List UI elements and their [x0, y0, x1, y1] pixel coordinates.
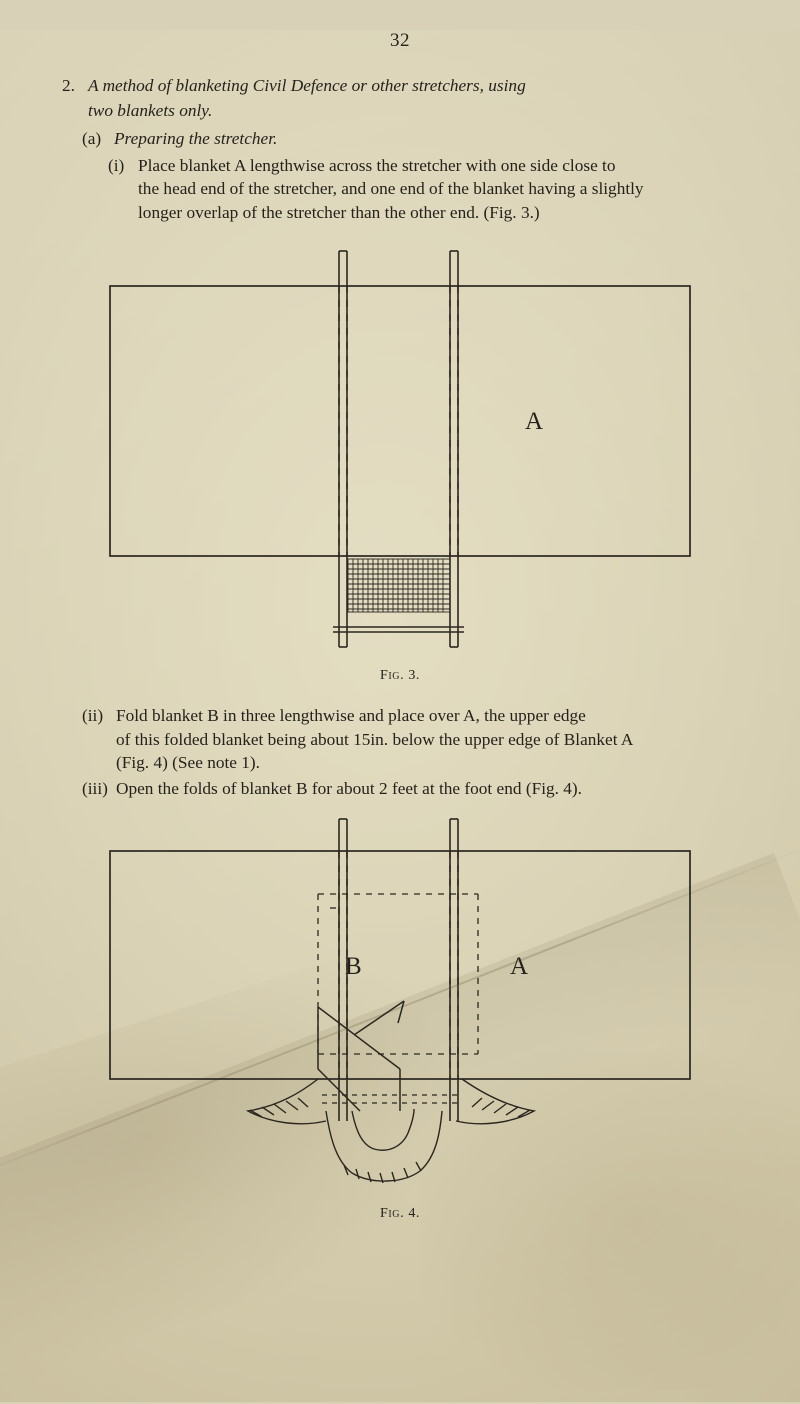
figure-3-drawing: A	[109, 250, 691, 648]
paragraph-marker: 2.	[62, 76, 75, 95]
figure-4-label-b: B	[345, 953, 362, 980]
item-i-line-2: the head end of the stretcher, and one e…	[138, 179, 644, 199]
paragraph-marker: (i)	[108, 155, 125, 175]
figure-3-caption-number: 3.	[408, 667, 421, 683]
figure-3: A Fig. 3.	[0, 239, 800, 684]
paragraph-marker: (ii)	[82, 705, 104, 725]
figure-4: B A Fig. 4.	[0, 811, 800, 1222]
section-a-title: Preparing the stretcher.	[114, 129, 278, 149]
figure-3-caption: Fig. 3.	[0, 668, 800, 684]
paragraph-section-a: (a) Preparing the stretcher.	[82, 127, 748, 151]
item-ii-line-3: (Fig. 4) (See note 1).	[116, 753, 260, 773]
page-number: 32	[390, 30, 410, 51]
document-page: 32 2. A method of blanketing Civil Defen…	[0, 30, 800, 1222]
figure-4-caption-number: 4.	[408, 1205, 421, 1221]
body-text-lower: (ii) Fold blanket B in three lengthwise …	[52, 704, 748, 801]
item-i-line-3: longer overlap of the stretcher than the…	[138, 203, 540, 223]
figure-3-label-a: A	[525, 408, 543, 435]
item-ii-body: Fold blanket B in three lengthwise and p…	[116, 704, 748, 775]
figure-4-label-a: A	[510, 953, 528, 980]
item-ii-line-1: Fold blanket B in three lengthwise and p…	[116, 705, 586, 725]
paragraph-item-ii: (ii) Fold blanket B in three lengthwise …	[82, 704, 748, 775]
body-text: 2. A method of blanketing Civil Defence …	[52, 74, 748, 225]
paragraph-item-iii: (iii) Open the folds of blanket B for ab…	[82, 777, 748, 801]
paragraph-item-i: (i) Place blanket A lengthwise across th…	[108, 154, 748, 225]
section-2-line-2: two blankets only.	[88, 100, 213, 120]
paragraph-body: A method of blanketing Civil Defence or …	[88, 74, 748, 123]
figure-3-caption-prefix: Fig.	[379, 667, 405, 683]
paragraph-marker: (a)	[82, 129, 102, 149]
section-2-line-1: A method of blanketing Civil Defence or …	[88, 76, 526, 95]
item-ii-line-2: of this folded blanket being about 15in.…	[116, 729, 634, 749]
item-iii-line-1: Open the folds of blanket B for about 2 …	[116, 778, 582, 798]
item-i-line-1: Place blanket A lengthwise across the st…	[138, 155, 616, 175]
item-i-body: Place blanket A lengthwise across the st…	[138, 154, 748, 225]
paragraph-section-2: 2. A method of blanketing Civil Defence …	[62, 74, 748, 123]
figure-4-drawing: B A	[109, 817, 691, 1183]
paragraph-marker: (iii)	[82, 778, 108, 798]
figure-4-caption-prefix: Fig.	[379, 1205, 405, 1221]
